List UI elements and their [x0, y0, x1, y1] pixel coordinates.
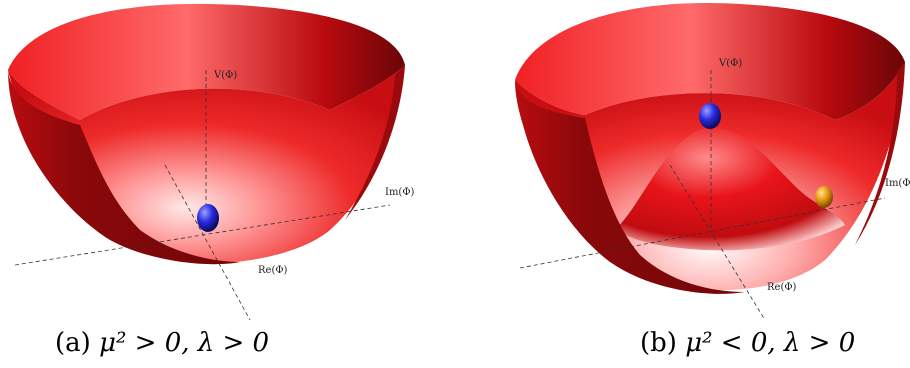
hat-central-hump	[615, 127, 845, 251]
caption-b-tag: (b)	[640, 328, 686, 358]
caption-a: (a) μ² > 0, λ > 0	[55, 328, 269, 358]
bowl-figure-b: V(Φ) Im(Φ Re(Φ)	[515, 2, 910, 321]
label-imphi: Im(Φ	[885, 178, 910, 189]
bowl-figure-a: V(Φ) Im(Φ) Re(Φ)	[8, 3, 415, 321]
caption-b-math: μ² < 0, λ > 0	[685, 328, 856, 358]
bowl-back-wall	[8, 3, 405, 120]
hat-outer-wall	[515, 80, 745, 294]
ball-orange	[815, 186, 833, 208]
bowl-outer-right	[345, 65, 405, 220]
label-vphi: V(Φ)	[213, 70, 237, 81]
caption-a-tag: (a)	[55, 328, 100, 358]
label-rephi: Re(Φ)	[767, 282, 797, 293]
panel-a-single-well: V(Φ) Im(Φ) Re(Φ) (a) μ² > 0, λ > 0	[0, 0, 420, 368]
label-vphi: V(Φ)	[718, 58, 742, 69]
ball-blue	[197, 204, 219, 232]
label-imphi: Im(Φ)	[385, 187, 415, 198]
caption-a-math: μ² > 0, λ > 0	[99, 328, 270, 358]
label-rephi: Re(Φ)	[258, 265, 288, 276]
axis-real	[669, 164, 766, 321]
hat-back-wall	[515, 2, 905, 120]
panel-b-mexican-hat: V(Φ) Im(Φ Re(Φ) (b) μ² < 0, λ > 0	[505, 0, 910, 368]
bowl-outer-wall	[8, 70, 240, 265]
axis-real	[164, 164, 251, 321]
axis-imag	[14, 204, 391, 266]
hat-outer-right	[855, 62, 905, 245]
caption-b: (b) μ² < 0, λ > 0	[640, 328, 855, 358]
ball-blue	[699, 103, 721, 129]
axis-imag	[519, 197, 886, 269]
